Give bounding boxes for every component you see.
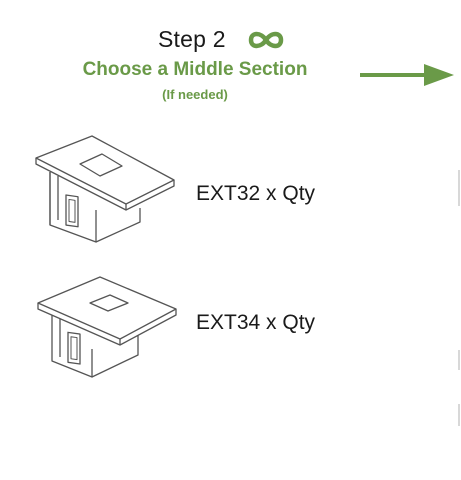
edge-divider xyxy=(458,404,460,426)
step-title: Step 2 xyxy=(158,26,226,52)
arrow-right-icon xyxy=(360,64,454,86)
edge-divider xyxy=(458,170,460,206)
edge-divider xyxy=(458,350,460,370)
section-heading: Choose a Middle Section xyxy=(82,59,308,80)
product-label: EXT32 x Qty xyxy=(196,182,316,205)
product-option-ext32[interactable]: EXT32 x Qty xyxy=(0,130,461,243)
middle-section-box-icon xyxy=(35,135,175,243)
step-header: Step 2 xyxy=(0,26,461,56)
product-label: EXT34 x Qty xyxy=(196,311,316,334)
infinity-icon xyxy=(248,31,284,49)
middle-section-box-icon xyxy=(37,276,177,378)
product-option-ext34[interactable]: EXT34 x Qty xyxy=(0,263,461,378)
section-subheading: (If needed) xyxy=(162,87,228,102)
